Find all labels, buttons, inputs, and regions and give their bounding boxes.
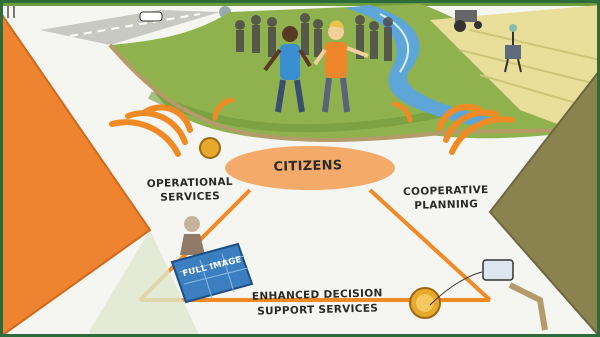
cooperative-line-2: PLANNING — [414, 198, 479, 212]
coin-icon — [409, 287, 441, 319]
right-olive-chevron — [490, 70, 600, 337]
citizen-blue-shirt — [263, 26, 312, 113]
farm-field — [430, 5, 600, 140]
tablet-icon — [429, 259, 548, 331]
satellite-dish-icon — [504, 24, 522, 73]
signal-waves-icon — [109, 97, 515, 157]
analyst-with-map — [170, 216, 254, 304]
car-icon — [139, 11, 163, 22]
tractor-icon — [454, 10, 482, 32]
operational-line-2: SERVICES — [160, 190, 221, 204]
cooperative-line-1: COOPERATIVE — [402, 183, 489, 199]
enhanced-decision-label: ENHANCED DECISION SUPPORT SERVICES — [245, 286, 391, 320]
river — [345, 5, 500, 125]
citizens-hub — [225, 146, 395, 190]
citizen-orange-shirt — [313, 20, 369, 113]
cooperative-planning-label: COOPERATIVE PLANNING — [396, 183, 497, 214]
operational-line-1: OPERATIONAL — [146, 175, 234, 191]
road-scene — [7, 6, 231, 45]
citizens-label: CITIZENS — [273, 158, 343, 175]
operational-services-label: OPERATIONAL SERVICES — [142, 175, 239, 206]
coin-small-icon — [199, 137, 221, 159]
crowd-silhouettes — [235, 13, 393, 61]
